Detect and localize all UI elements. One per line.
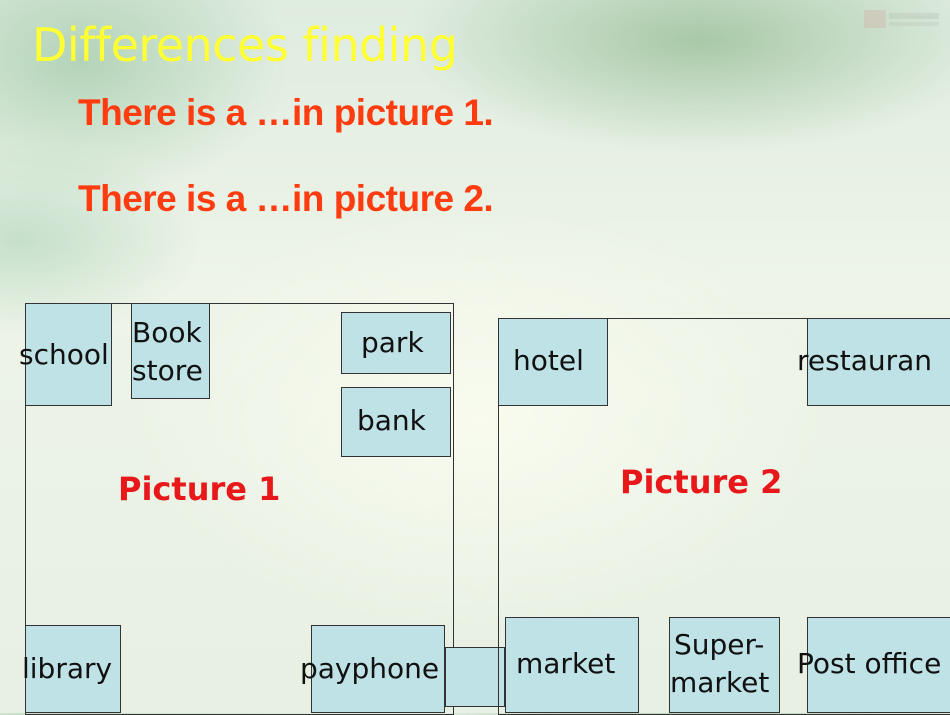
market-label: market — [516, 647, 616, 680]
bank-block — [341, 387, 451, 457]
postoffice-block — [807, 617, 950, 713]
payphone-label: payphone — [300, 652, 440, 685]
bank-label: bank — [357, 404, 426, 437]
park-block — [341, 312, 451, 374]
restaurant-block — [807, 318, 950, 406]
watermark-logo — [862, 6, 942, 34]
hotel-block — [498, 318, 608, 406]
restaurant-label: restauran — [797, 344, 933, 377]
instruction-line-2: There is a …in picture 2. — [78, 178, 494, 219]
bookstore-label-line1: Book — [132, 316, 202, 349]
slide-title: Differences finding — [32, 18, 458, 72]
hotel-label: hotel — [513, 344, 584, 377]
connector-block — [445, 647, 505, 707]
supermarket-label-line1: Super- — [674, 628, 765, 661]
school-block — [25, 303, 112, 406]
school-label: school — [19, 338, 109, 371]
payphone-block — [311, 625, 445, 713]
supermarket-label-line2: market — [670, 666, 770, 699]
bookstore-label-line2: store — [132, 354, 203, 387]
library-block — [25, 625, 121, 713]
postoffice-label: Post office — [797, 649, 942, 680]
bookstore-block — [131, 303, 210, 399]
library-label: library — [22, 652, 113, 685]
park-label: park — [361, 326, 424, 359]
picture-1-label: Picture 1 — [118, 470, 281, 508]
instruction-line-1: There is a …in picture 1. — [78, 92, 494, 133]
picture-2-label: Picture 2 — [620, 463, 783, 501]
market-block — [505, 617, 639, 713]
